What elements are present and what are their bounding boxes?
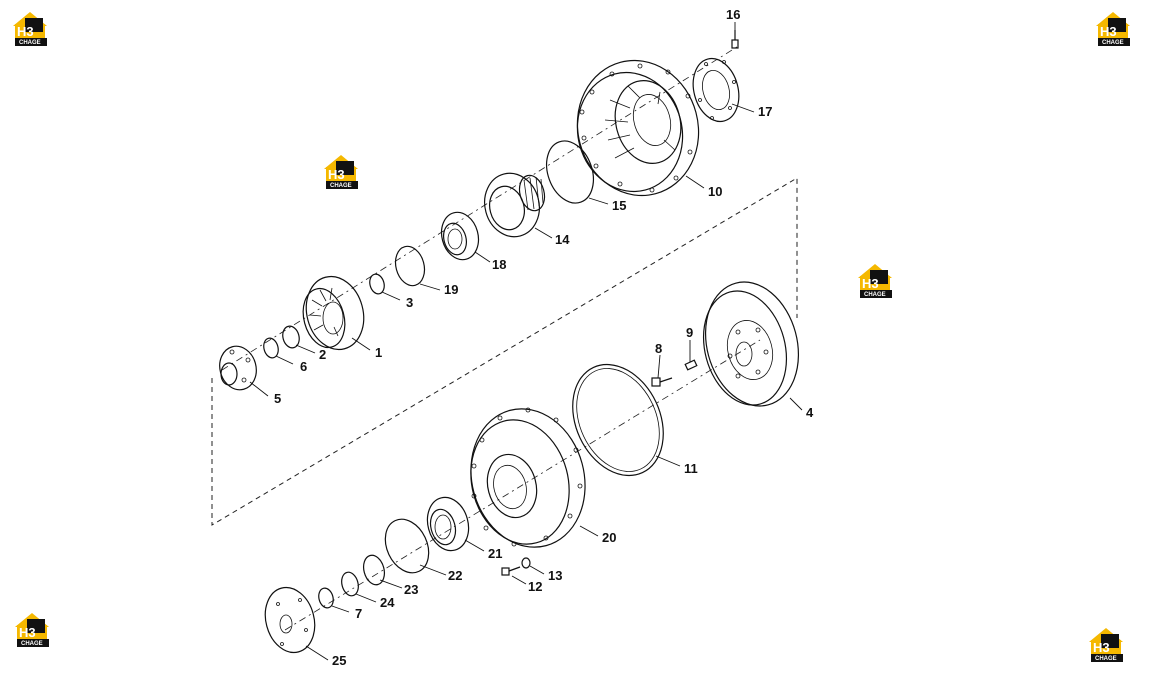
leader-lines: [249, 22, 803, 661]
callout-11: 11: [684, 461, 698, 476]
svg-text:H3: H3: [17, 24, 34, 39]
callout-2: 2: [319, 347, 326, 362]
svg-text:CHAGE: CHAGE: [21, 641, 43, 647]
callout-4: 4: [806, 405, 814, 420]
part-13-washer: [521, 557, 531, 569]
callout-20: 20: [602, 530, 616, 545]
callout-7: 7: [355, 606, 362, 621]
part-12-bolt: [501, 566, 521, 576]
callout-15: 15: [612, 198, 626, 213]
callout-21: 21: [488, 546, 502, 561]
svg-text:CHAGE: CHAGE: [1102, 40, 1124, 46]
svg-text:CHAGE: CHAGE: [330, 183, 352, 189]
callout-23: 23: [404, 582, 418, 597]
part-24-snap-ring: [341, 571, 359, 597]
logo-bottom-left: H3 CHAGE: [15, 613, 49, 647]
callout-12: 12: [528, 579, 542, 594]
callout-24: 24: [380, 595, 395, 610]
logo-bottom-right: H3 CHAGE: [1089, 628, 1123, 662]
part-20-housing: [470, 407, 586, 548]
callout-5: 5: [274, 391, 281, 406]
svg-text:H3: H3: [1093, 640, 1110, 655]
callout-13: 13: [548, 568, 562, 583]
lower-assembly-axis: [284, 339, 761, 631]
callout-16: 16: [726, 7, 740, 22]
part-1-impeller: [302, 275, 365, 351]
part-5-splined-hub: [219, 345, 257, 391]
callout-1: 1: [375, 345, 382, 360]
callout-14: 14: [555, 232, 570, 247]
part-11-o-ring-inner: [576, 368, 660, 472]
part-14-spline-hub: [484, 172, 546, 238]
callout-8: 8: [655, 341, 662, 356]
logo-top-right: H3 CHAGE: [1096, 12, 1130, 46]
part-17-gasket-plate: [692, 57, 740, 123]
part-15-o-ring: [546, 140, 594, 204]
upper-assembly-axis: [221, 44, 741, 371]
svg-text:CHAGE: CHAGE: [864, 292, 886, 298]
callout-22: 22: [448, 568, 462, 583]
part-7-snap-ring: [318, 587, 334, 609]
callout-6: 6: [300, 359, 307, 374]
assembly-connection-line: [211, 177, 798, 526]
callout-18: 18: [492, 257, 506, 272]
svg-text:H3: H3: [328, 167, 345, 182]
part-9-pin: [684, 359, 698, 371]
svg-text:CHAGE: CHAGE: [19, 40, 41, 46]
callout-9: 9: [686, 325, 693, 340]
callout-25: 25: [332, 653, 346, 668]
part-3-small-ring: [369, 273, 385, 295]
part-19-ring: [394, 245, 426, 287]
svg-text:CHAGE: CHAGE: [1095, 656, 1117, 662]
logo-mid-right: H3 CHAGE: [858, 264, 892, 298]
svg-text:H3: H3: [1100, 24, 1117, 39]
callout-17: 17: [758, 104, 772, 119]
part-21-bearing: [426, 496, 470, 552]
part-25-cover-plate: [264, 586, 316, 654]
part-22-o-ring: [384, 518, 430, 574]
logo-mid-left: H3 CHAGE: [324, 155, 358, 189]
part-6-snap-ring: [263, 337, 279, 359]
callout-3: 3: [406, 295, 413, 310]
part-11-o-ring: [572, 363, 664, 477]
callout-10: 10: [708, 184, 722, 199]
part-16-bolt: [731, 30, 739, 49]
callout-19: 19: [444, 282, 458, 297]
part-10-turbine: [576, 59, 700, 197]
part-8-bolt: [651, 377, 673, 387]
part-4-disc: [702, 281, 800, 407]
logo-top-left: H3 CHAGE: [13, 12, 47, 46]
part-23-ring: [362, 554, 386, 586]
part-18-bearing: [440, 211, 480, 261]
part-2-ring: [282, 325, 300, 349]
svg-text:H3: H3: [862, 276, 879, 291]
svg-text:H3: H3: [19, 625, 36, 640]
